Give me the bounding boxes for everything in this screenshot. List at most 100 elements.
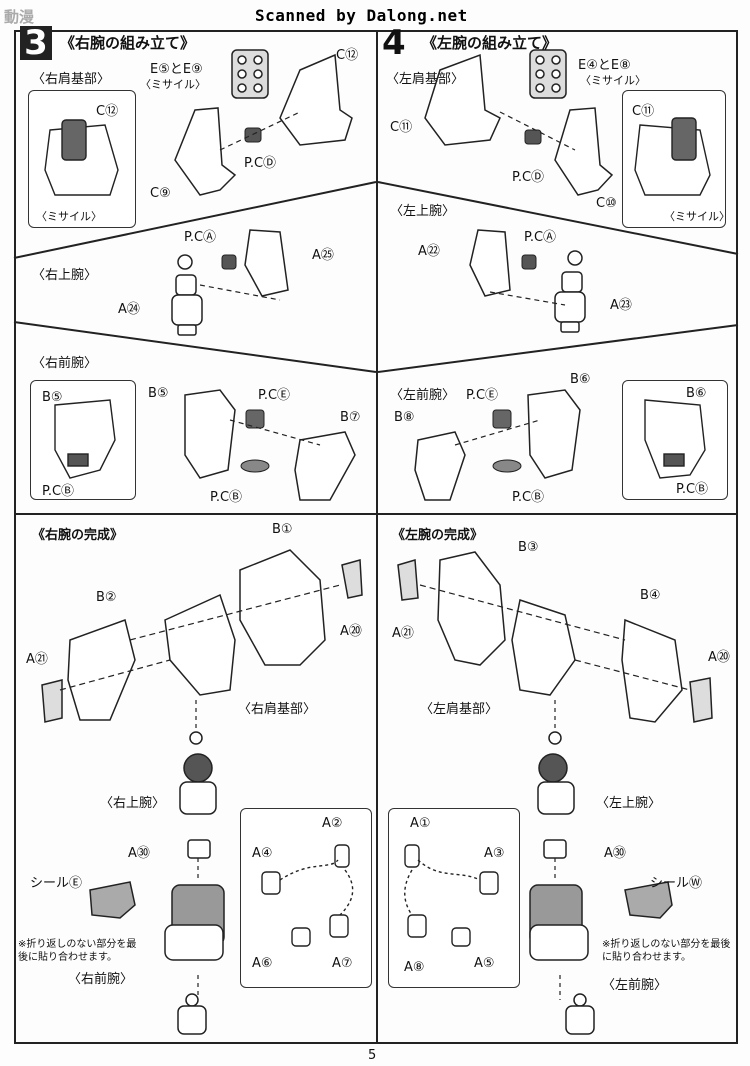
polycap-a-right — [521, 254, 537, 270]
right-shoulder-base-label: 〈右肩基部〉 — [238, 702, 317, 717]
forearm-assembled-left — [164, 884, 225, 961]
inset-hand-right-arm-drawing — [261, 844, 354, 947]
inset-forearm-left-drawing — [54, 399, 116, 479]
watermark-logo: 動漫 — [4, 8, 35, 26]
part-e-right-label: E④とE⑧ — [578, 58, 631, 73]
part-a21-left-label: A㉑ — [26, 652, 48, 667]
inset-shoulder-left-drawing — [44, 119, 119, 196]
forearm-b7-part — [294, 431, 356, 501]
part-a23-label: A㉓ — [610, 298, 632, 313]
shoulder-c12-part — [279, 53, 353, 146]
part-a24-label: A㉔ — [118, 302, 140, 317]
inset-c11-label: C⑪ — [632, 104, 655, 119]
divider-right-2 — [377, 324, 739, 373]
shoulder-c11-part — [424, 53, 501, 146]
seal-u-label: シールⓌ — [650, 876, 703, 891]
step-4-number: 4 — [382, 23, 406, 63]
assembly-arrow-right-2 — [489, 291, 566, 306]
step-3-number: 3 — [20, 26, 52, 60]
part-a20-left-label: A⑳ — [340, 624, 362, 639]
part-a25-label: A㉕ — [312, 248, 334, 263]
hand-a8-label: A⑧ — [404, 960, 425, 975]
hand-a7-label: A⑦ — [332, 956, 353, 971]
upper-arm-assembled-left — [179, 731, 217, 859]
divider-right-1 — [377, 181, 739, 255]
polycap-d-right — [524, 129, 542, 145]
inset-forearm-right-drawing — [644, 399, 706, 479]
divider-left-1 — [13, 181, 377, 259]
left-shoulder-label: 〈左肩基部〉 — [386, 72, 465, 87]
polycap-b-right — [492, 459, 522, 473]
part-b2-label: B② — [96, 590, 117, 605]
hand-a1-label: A① — [410, 816, 431, 831]
hand-left — [177, 993, 207, 1035]
seal-u-right — [624, 881, 673, 919]
inset-box-left-hand — [388, 808, 520, 988]
missile-part-right — [529, 49, 567, 99]
left-arm-complete-label: 《左腕の完成》 — [392, 528, 484, 543]
assembly-arrow-left-1 — [219, 111, 301, 151]
upper-arm-a22-part — [469, 229, 511, 297]
hand-a2-label: A② — [322, 816, 343, 831]
part-b7-label: B⑦ — [340, 410, 361, 425]
seal-note-left: ※折り返しのない部分を最後に貼り合わせます。 — [18, 939, 137, 963]
forearm-b5-part — [184, 389, 236, 479]
inset-c12-label: C⑫ — [96, 104, 119, 119]
left-forearm-complete-label: 〈左前腕〉 — [602, 978, 668, 993]
missile-label-left: 〈ミサイル〉 — [140, 78, 206, 91]
shoulder-b2-part — [67, 619, 136, 721]
right-forearm-label: 〈右前腕〉 — [32, 356, 98, 371]
hand-right — [565, 993, 595, 1035]
part-pcb-left-label: P.CⒷ — [210, 490, 243, 505]
hand-a6-label: A⑥ — [252, 956, 273, 971]
assembly-arrow-right-4 — [419, 584, 626, 641]
upper-arm-a24-part — [171, 254, 203, 336]
left-shoulder-base-label: 〈左肩基部〉 — [420, 702, 499, 717]
part-a20-left — [341, 559, 363, 599]
hand-a5-label: A⑤ — [474, 956, 495, 971]
polycap-d-left — [244, 127, 262, 143]
assembly-arrow-left-2 — [199, 284, 281, 301]
inset-pcb-left-label: P.CⒷ — [42, 484, 75, 499]
polycap-b-left — [240, 459, 270, 473]
shoulder-base-left — [511, 599, 576, 696]
part-pce-left-label: P.CⒺ — [258, 388, 291, 403]
inset-box-right-forearm — [30, 380, 136, 500]
step-4-title: 《左腕の組み立て》 — [422, 34, 558, 52]
part-pce-right-label: P.CⒺ — [466, 388, 499, 403]
shoulder-b4-part — [621, 618, 683, 723]
inset-pcb-right-label: P.CⒷ — [676, 482, 709, 497]
part-a20-right-label: A⑳ — [708, 650, 730, 665]
part-a21-left — [41, 679, 63, 723]
upper-arm-a23-part — [554, 250, 586, 333]
left-forearm-label: 〈左前腕〉 — [390, 388, 456, 403]
upper-arm-a25-part — [244, 229, 289, 297]
part-e-left-label: E⑤とE⑨ — [150, 62, 203, 77]
hand-a3-label: A③ — [484, 846, 505, 861]
inset-box-right-hand — [240, 808, 372, 988]
step-3-title: 《右腕の組み立て》 — [60, 34, 196, 52]
part-b6-label: B⑥ — [570, 372, 591, 387]
part-a21-right — [397, 559, 419, 601]
forearm-b8-part — [414, 431, 466, 501]
inset-missile-left-label: 〈ミサイル〉 — [36, 210, 102, 223]
part-b3-label: B③ — [518, 540, 539, 555]
right-upper-arm-complete-label: 〈右上腕〉 — [100, 796, 166, 811]
inset-hand-left-arm-drawing — [404, 844, 499, 947]
polycap-a-left — [221, 254, 237, 270]
right-upper-arm-label: 〈右上腕〉 — [32, 268, 98, 283]
shoulder-c10-part — [554, 107, 614, 196]
part-b5-label: B⑤ — [148, 386, 169, 401]
part-pcb-right-label: P.CⒷ — [512, 490, 545, 505]
part-pca-left-label: P.CⒶ — [184, 230, 217, 245]
part-a20-right — [689, 677, 713, 723]
part-b4-label: B④ — [640, 588, 661, 603]
left-upper-arm-label: 〈左上腕〉 — [390, 204, 456, 219]
part-c9-label: C⑨ — [150, 186, 171, 201]
missile-label-right: 〈ミサイル〉 — [580, 74, 646, 87]
page-number: 5 — [368, 1048, 377, 1063]
assembly-arrow-left-4 — [129, 584, 341, 641]
right-shoulder-label: 〈右肩基部〉 — [32, 72, 111, 87]
inset-shoulder-right-drawing — [634, 117, 711, 196]
